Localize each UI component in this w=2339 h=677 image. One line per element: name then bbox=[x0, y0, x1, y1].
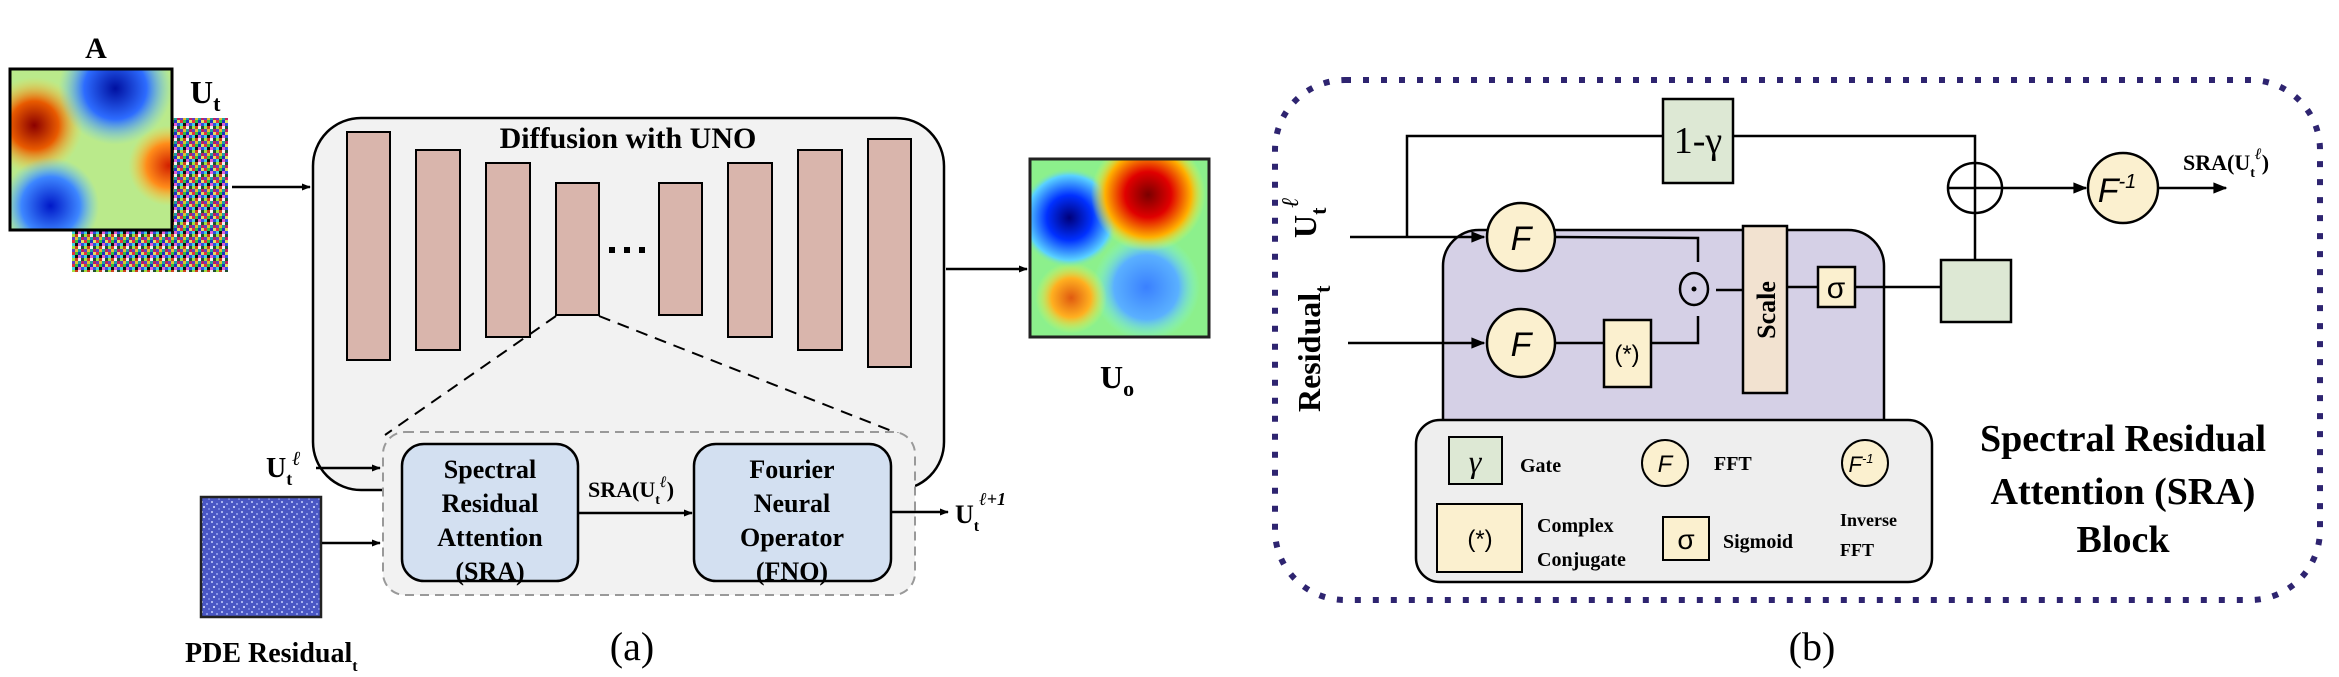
scale-label: Scale bbox=[1752, 281, 1781, 339]
hadamard-dot bbox=[1691, 286, 1697, 292]
uno-layer bbox=[658, 182, 703, 316]
pde-residual-image bbox=[199, 495, 323, 619]
uno-layer-selected bbox=[555, 182, 600, 316]
skip-path-left bbox=[1405, 134, 1663, 237]
ellipsis-dots bbox=[609, 247, 645, 253]
input-u-label: Ut bbox=[190, 74, 221, 116]
ifft-node-label: F-1 bbox=[2098, 171, 2137, 210]
caption-a: (a) bbox=[610, 624, 654, 669]
legend-gate-symbol: γ bbox=[1469, 443, 1483, 479]
one-minus-gamma-box bbox=[1661, 97, 1735, 185]
legend-ifft-label-2: FFT bbox=[1840, 540, 1874, 560]
legend-ifft-icon bbox=[1841, 439, 1889, 487]
block-input-u-label: Utℓ bbox=[1278, 197, 1331, 238]
fft-node-residual-label: F bbox=[1511, 326, 1534, 364]
legend-sigmoid-icon bbox=[1662, 516, 1710, 561]
svg-text:(FNO): (FNO) bbox=[756, 557, 828, 586]
sra-output-label: SRA(Utℓ) bbox=[588, 474, 674, 508]
svg-text:Neural: Neural bbox=[754, 489, 831, 518]
svg-text:Spectral: Spectral bbox=[444, 455, 536, 484]
caption-b: (b) bbox=[1789, 624, 1836, 669]
uno-title: Diffusion with UNO bbox=[500, 122, 757, 155]
skip-path-right bbox=[1733, 134, 1977, 163]
legend-sigmoid-label: Sigmoid bbox=[1723, 531, 1793, 553]
legend-gate-icon bbox=[1448, 436, 1503, 485]
layer-output-label: Utℓ+1 bbox=[955, 489, 1006, 535]
sra-block bbox=[400, 442, 580, 583]
block-output-label: SRA(Utℓ) bbox=[2183, 146, 2269, 181]
hadamard-product-node bbox=[1678, 271, 1710, 307]
output-label: Uo bbox=[1100, 359, 1134, 401]
panel-b: Utℓ Residualt 1-γ F F (*) Scale σ bbox=[1272, 77, 2323, 669]
scale-box bbox=[1741, 224, 1789, 395]
conjugate-label: (*) bbox=[1614, 341, 1639, 368]
layer-input-u-label: Utℓ bbox=[266, 448, 301, 489]
legend-ifft-label-1: Inverse bbox=[1840, 510, 1897, 530]
zoom-line-left bbox=[384, 315, 557, 436]
uno-layer bbox=[797, 149, 843, 351]
fft-node-u-label: F bbox=[1511, 220, 1534, 258]
pde-residual-label: PDE Residualt bbox=[185, 638, 358, 675]
svg-text:Attention: Attention bbox=[437, 523, 543, 552]
block-title-line: Attention (SRA) bbox=[1991, 471, 2256, 513]
legend-fft-label: FFT bbox=[1714, 453, 1752, 475]
conj-to-product bbox=[1651, 316, 1700, 345]
panel-a: A Ut Diffusion with UNO bbox=[8, 32, 1211, 675]
block-title: Spectral Residual Attention (SRA) Block bbox=[1980, 418, 2266, 561]
legend-gate-label: Gate bbox=[1520, 455, 1561, 477]
uno-layer bbox=[415, 149, 461, 351]
sigmoid-label: σ bbox=[1827, 272, 1846, 305]
block-title-line: Spectral Residual bbox=[1980, 418, 2266, 460]
svg-text:Residual: Residual bbox=[442, 489, 539, 518]
uno-layer bbox=[485, 162, 531, 338]
gate-box bbox=[1939, 258, 2013, 324]
zoom-line-right bbox=[598, 315, 903, 436]
uno-layer bbox=[346, 131, 391, 361]
legend-conj-label-1: Complex bbox=[1537, 515, 1614, 537]
legend-box bbox=[1414, 418, 1934, 584]
legend-ifft-symbol: F-1 bbox=[1848, 451, 1873, 477]
uno-layer bbox=[867, 138, 912, 368]
fno-block bbox=[692, 442, 893, 583]
sra-block-border bbox=[1272, 77, 2323, 603]
one-minus-gamma-label: 1-γ bbox=[1674, 120, 1722, 162]
legend-fft-symbol: F bbox=[1658, 451, 1674, 478]
fno-block-label: Fourier Neural Operator (FNO) bbox=[740, 455, 844, 586]
svg-text:(SRA): (SRA) bbox=[455, 557, 524, 586]
fft-u-to-product bbox=[1554, 235, 1700, 262]
conjugate-box bbox=[1602, 318, 1653, 389]
legend-conj-icon bbox=[1436, 503, 1523, 573]
legend-sigmoid-symbol: σ bbox=[1677, 524, 1694, 555]
svg-text:Fourier: Fourier bbox=[749, 455, 834, 484]
legend-conj-symbol: (*) bbox=[1467, 526, 1492, 553]
output-field-image bbox=[1028, 157, 1211, 339]
block-title-line: Block bbox=[2077, 519, 2171, 561]
uno-layers bbox=[346, 131, 912, 368]
coefficient-field-image bbox=[8, 67, 174, 232]
legend-fft-icon bbox=[1641, 439, 1689, 487]
block-input-residual-label: Residualt bbox=[1291, 285, 1335, 412]
sra-block-label: Spectral Residual Attention (SRA) bbox=[437, 455, 543, 586]
svg-text:Operator: Operator bbox=[740, 523, 844, 552]
uno-layer bbox=[727, 162, 773, 338]
input-a-label: A bbox=[85, 32, 107, 65]
legend-conj-label-2: Conjugate bbox=[1537, 549, 1626, 571]
